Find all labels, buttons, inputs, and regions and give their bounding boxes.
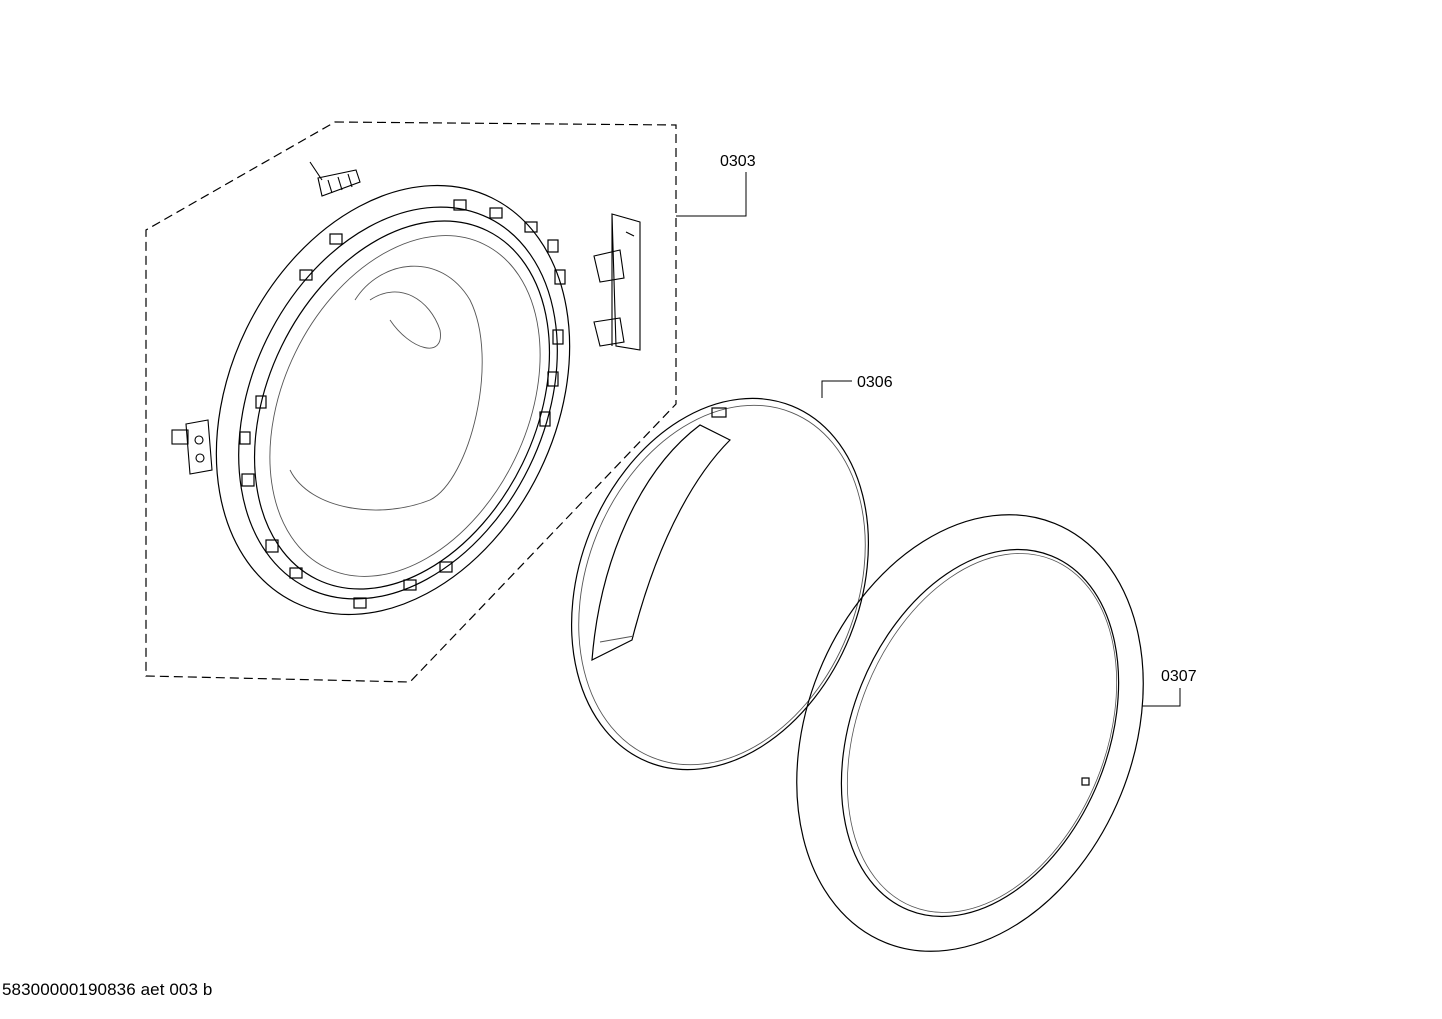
door-latch-part: [171, 419, 213, 475]
callout-label-0306: 0306: [857, 374, 893, 391]
callout-0303: 0303: [676, 153, 756, 217]
door-cover-ring: [796, 514, 1144, 952]
hinge-pin-part: [309, 161, 361, 197]
callout-label-0303: 0303: [720, 153, 756, 170]
assembly-0303-boundary: [145, 121, 677, 683]
callout-0306: 0306: [821, 374, 893, 398]
door-frame-ring: [215, 184, 571, 616]
door-hinge-bracket: [593, 213, 641, 351]
callout-label-0307: 0307: [1161, 668, 1197, 685]
callout-0307: 0307: [1142, 668, 1197, 707]
drawing-id-footer: 58300000190836 aet 003 b: [2, 980, 213, 999]
door-glass-bowl: [570, 397, 870, 771]
